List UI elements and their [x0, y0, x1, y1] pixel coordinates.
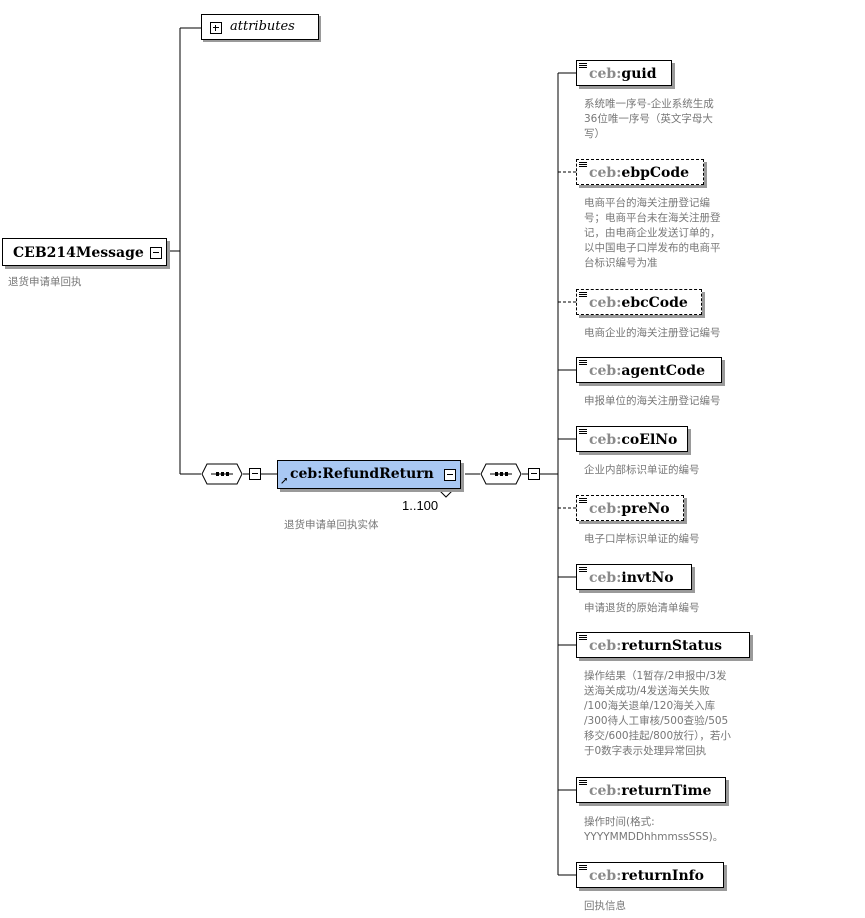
collapse-icon[interactable]: [444, 469, 456, 481]
expand-icon[interactable]: [210, 22, 222, 34]
element-description-ebcCode: 电商企业的海关注册登记编号: [584, 327, 721, 339]
sequence-compositor-icon[interactable]: [201, 463, 243, 485]
documentation-icon: [579, 780, 587, 786]
element-description-ebpCode: 电商平台的海关注册登记编 号；电商平台未在海关注册登 记，由电商企业发送订单的，…: [584, 197, 721, 269]
element-prefix: ceb: [589, 501, 617, 517]
colon: :: [616, 165, 622, 181]
element-prefix: ceb: [589, 868, 617, 884]
root-element-description: 退货申请单回执: [8, 276, 82, 288]
documentation-icon: [579, 865, 587, 871]
element-description-guid: 系统唯一序号-企业系统生成 36位唯一序号（英文字母大 写）: [584, 98, 714, 140]
colon: :: [616, 638, 622, 654]
sequence-compositor-icon[interactable]: [480, 463, 522, 485]
element-node-returnInfo[interactable]: ceb:returnInfo: [576, 862, 724, 888]
documentation-icon: [579, 162, 587, 168]
element-prefix: ceb: [589, 432, 617, 448]
element-description-returnInfo: 回执信息: [584, 900, 626, 912]
element-name: returnInfo: [621, 868, 704, 884]
root-element-name: CEB214Message: [13, 245, 144, 261]
occurrence-label: 1..100: [402, 498, 439, 513]
colon: :: [616, 363, 622, 379]
element-name: preNo: [621, 501, 670, 517]
collapse-icon[interactable]: [528, 468, 540, 480]
documentation-icon: [579, 63, 587, 69]
colon: :: [616, 570, 622, 586]
root-element-node[interactable]: CEB214Message: [2, 238, 167, 266]
element-node-guid[interactable]: ceb:guid: [576, 60, 672, 86]
element-prefix: ceb: [589, 783, 617, 799]
element-description-preNo: 电子口岸标识单证的编号: [584, 533, 700, 545]
element-node-coElNo[interactable]: ceb:coElNo: [576, 426, 688, 452]
element-node-invtNo[interactable]: ceb:invtNo: [576, 564, 692, 590]
element-name: guid: [621, 66, 657, 82]
element-description-returnTime: 操作时间(格式: YYYYMMDDhhmmssSSS)。: [584, 816, 724, 843]
element-name: returnStatus: [621, 638, 723, 654]
element-name: ebpCode: [621, 165, 690, 181]
attributes-node[interactable]: attributes: [201, 14, 319, 40]
element-prefix: ceb: [589, 295, 617, 311]
documentation-icon: [579, 635, 587, 641]
element-name: ebcCode: [621, 295, 688, 311]
element-prefix: ceb: [589, 363, 617, 379]
element-prefix: ceb: [589, 570, 617, 586]
colon: :: [616, 295, 622, 311]
colon: :: [616, 432, 622, 448]
refund-return-node[interactable]: ↗ ceb:RefundReturn: [277, 460, 461, 489]
element-node-ebcCode[interactable]: ceb:ebcCode: [576, 289, 702, 315]
refund-return-prefix: ceb: [290, 466, 318, 482]
colon: :: [616, 66, 622, 82]
element-description-invtNo: 申请退货的原始清单编号: [584, 602, 700, 614]
colon: :: [616, 868, 622, 884]
documentation-icon: [579, 360, 587, 366]
documentation-icon: [579, 429, 587, 435]
collapse-icon[interactable]: [149, 247, 162, 259]
element-prefix: ceb: [589, 638, 617, 654]
documentation-icon: [579, 567, 587, 573]
element-prefix: ceb: [589, 66, 617, 82]
element-description-agentCode: 申报单位的海关注册登记编号: [584, 395, 721, 407]
occurrence-marker: [439, 490, 453, 498]
element-name: coElNo: [621, 432, 678, 448]
collapse-icon[interactable]: [249, 468, 261, 480]
documentation-icon: [579, 292, 587, 298]
refund-return-description: 退货申请单回执实体: [284, 519, 379, 531]
colon: :: [616, 783, 622, 799]
element-name: returnTime: [621, 783, 712, 799]
colon: :: [616, 501, 622, 517]
element-node-agentCode[interactable]: ceb:agentCode: [576, 357, 722, 383]
documentation-icon: [579, 498, 587, 504]
element-node-ebpCode[interactable]: ceb:ebpCode: [576, 159, 704, 185]
element-prefix: ceb: [589, 165, 617, 181]
element-description-coElNo: 企业内部标识单证的编号: [584, 464, 700, 476]
attributes-label: attributes: [230, 19, 295, 34]
element-name: agentCode: [621, 363, 705, 379]
element-name: invtNo: [621, 570, 674, 586]
colon: :: [317, 466, 323, 482]
reference-arrow-icon: ↗: [280, 476, 289, 487]
element-node-returnStatus[interactable]: ceb:returnStatus: [576, 632, 750, 658]
element-node-returnTime[interactable]: ceb:returnTime: [576, 777, 726, 803]
element-description-returnStatus: 操作结果（1暂存/2申报中/3发 送海关成功/4发送海关失败 /100海关退单/…: [584, 670, 731, 757]
refund-return-name: RefundReturn: [322, 466, 434, 482]
element-node-preNo[interactable]: ceb:preNo: [576, 495, 684, 521]
